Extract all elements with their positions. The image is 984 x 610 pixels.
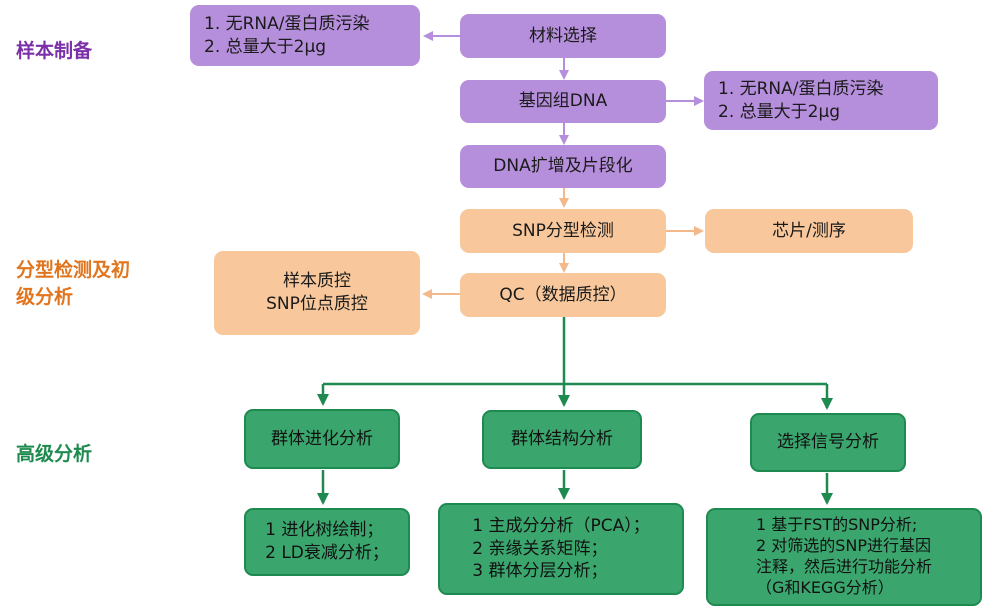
node-material-selection: 材料选择 bbox=[460, 14, 666, 58]
note-evolution-line1: 1 进化树绘制； bbox=[265, 520, 384, 541]
stage-label-typing: 分型检测及初 级分析 bbox=[16, 257, 130, 310]
requirement-right-line2: 2. 总量大于2μg bbox=[718, 101, 841, 122]
node-chip-sequencing: 芯片/测序 bbox=[705, 209, 913, 253]
node-qc-detail: 样本质控 SNP位点质控 bbox=[214, 251, 420, 335]
note-evolution-line2: 2 LD衰减分析； bbox=[265, 543, 389, 563]
requirement-top-line1: 1. 无RNA/蛋白质污染 bbox=[204, 13, 370, 34]
note-selection-line2: 2 对筛选的SNP进行基因 bbox=[755, 536, 932, 556]
node-qc: QC（数据质控） bbox=[460, 273, 666, 317]
node-genomic-dna: 基因组DNA bbox=[460, 80, 666, 123]
node-evolution-analysis: 群体进化分析 bbox=[244, 409, 400, 469]
note-selection-line4: （G和KEGG分析） bbox=[755, 577, 894, 597]
requirement-note-right: 1. 无RNA/蛋白质污染 2. 总量大于2μg bbox=[704, 71, 938, 130]
node-selection-analysis: 选择信号分析 bbox=[750, 413, 906, 472]
stage-label-advanced: 高级分析 bbox=[16, 443, 93, 465]
qc-detail-line1: 样本质控 bbox=[282, 271, 351, 292]
node-dna-amplification: DNA扩增及片段化 bbox=[460, 145, 666, 188]
stage-label-prep: 样本制备 bbox=[16, 40, 93, 62]
note-selection: 1 基于FST的SNP分析; 2 对筛选的SNP进行基因 注释，然后进行功能分析… bbox=[706, 508, 982, 606]
stage-label-typing-line2: 级分析 bbox=[16, 285, 74, 308]
node-structure-analysis: 群体结构分析 bbox=[482, 410, 642, 469]
note-selection-line1: 1 基于FST的SNP分析; bbox=[755, 515, 918, 535]
requirement-right-line1: 1. 无RNA/蛋白质污染 bbox=[718, 78, 884, 99]
note-evolution: 1 进化树绘制； 2 LD衰减分析； bbox=[244, 508, 410, 576]
note-structure-line1: 1 主成分分析（PCA）； bbox=[472, 515, 650, 536]
requirement-note-top: 1. 无RNA/蛋白质污染 2. 总量大于2μg bbox=[190, 5, 420, 66]
node-snp-typing: SNP分型检测 bbox=[460, 209, 666, 253]
note-selection-line3: 注释，然后进行功能分析 bbox=[755, 557, 932, 576]
note-structure-line3: 3 群体分层分析； bbox=[472, 561, 608, 582]
requirement-top-line2: 2. 总量大于2μg bbox=[204, 36, 327, 57]
qc-detail-line2: SNP位点质控 bbox=[266, 294, 368, 314]
stage-label-typing-line1: 分型检测及初 bbox=[16, 259, 131, 281]
note-structure-line2: 2 亲缘关系矩阵； bbox=[472, 538, 608, 559]
note-structure: 1 主成分分析（PCA）； 2 亲缘关系矩阵； 3 群体分层分析； bbox=[438, 503, 684, 595]
